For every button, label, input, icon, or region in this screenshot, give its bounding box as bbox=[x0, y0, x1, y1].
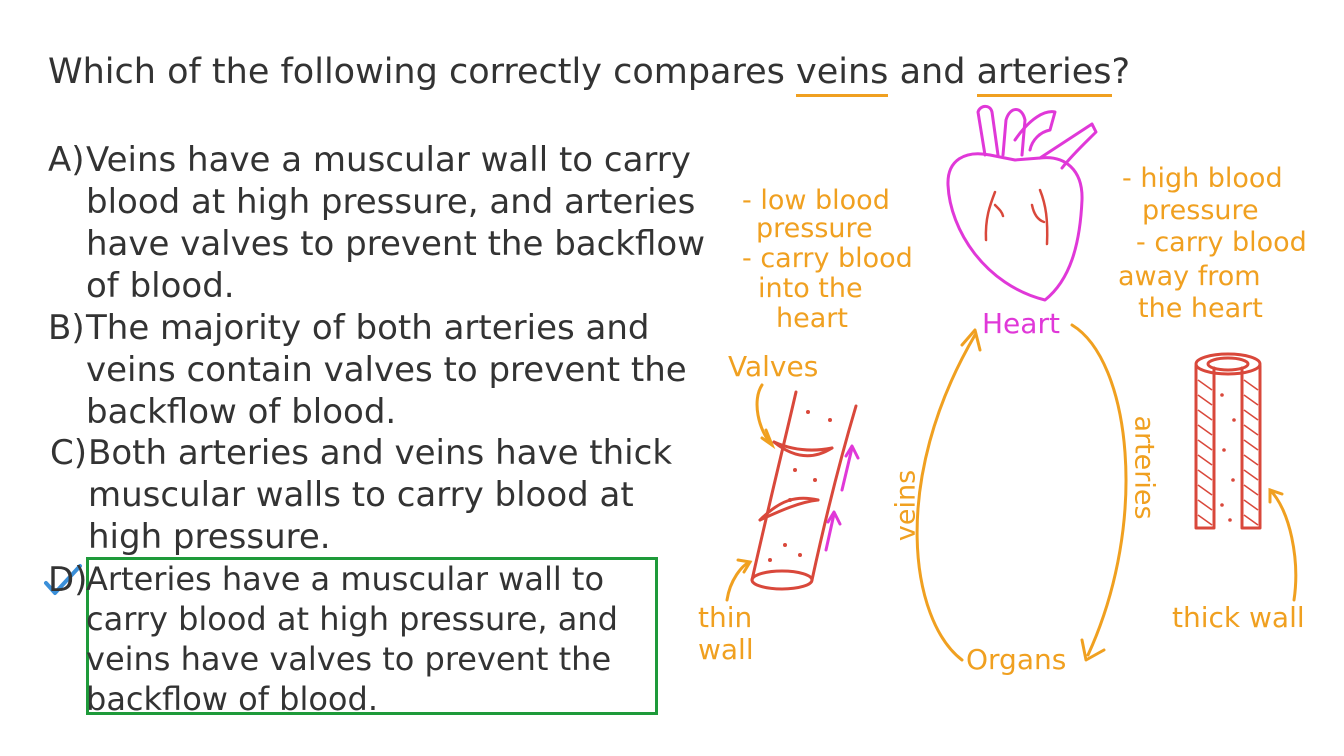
vein-note-line: heart bbox=[776, 303, 848, 334]
artery-note-line: the heart bbox=[1138, 293, 1263, 324]
arteries-label: arteries bbox=[1128, 415, 1160, 520]
option-line: Both arteries and veins have thick bbox=[88, 433, 673, 473]
vein-note-line: - carry blood bbox=[742, 243, 913, 274]
thin-wall-line: thin bbox=[698, 601, 753, 634]
option-line: have valves to prevent the backflow bbox=[86, 224, 706, 264]
question-prefix: Which of the following correctly compare… bbox=[48, 52, 785, 92]
option-letter: D) bbox=[48, 560, 88, 600]
option-line: carry blood at high pressure, and bbox=[86, 600, 618, 638]
option-line: veins contain valves to prevent the bbox=[86, 350, 687, 390]
option-letter: B) bbox=[48, 308, 85, 348]
heart-icon bbox=[946, 104, 1098, 302]
valves-label: Valves bbox=[728, 350, 819, 383]
option-line: of blood. bbox=[86, 266, 235, 306]
artery-illustration bbox=[1194, 352, 1262, 530]
vein-note-line: - low blood bbox=[742, 185, 890, 216]
option-line: blood at high pressure, and arteries bbox=[86, 182, 696, 222]
thin-wall-line: wall bbox=[698, 633, 754, 666]
option-c[interactable]: C) Both arteries and veins have thick mu… bbox=[50, 433, 710, 559]
option-line: Arteries have a muscular wall to bbox=[86, 560, 605, 598]
option-letter: C) bbox=[50, 433, 88, 473]
question-mark: ? bbox=[1111, 52, 1131, 92]
option-line: backflow of blood. bbox=[86, 392, 397, 432]
organs-label: Organs bbox=[966, 643, 1067, 676]
check-icon bbox=[44, 564, 82, 595]
artery-note-line: - carry blood bbox=[1136, 227, 1307, 258]
option-d[interactable]: D) Arteries have a muscular wall to carr… bbox=[48, 560, 668, 720]
question: Which of the following correctly compare… bbox=[48, 52, 1131, 97]
artery-note-line: pressure bbox=[1142, 195, 1259, 226]
option-line: high pressure. bbox=[88, 517, 331, 557]
term-arteries: arteries bbox=[976, 52, 1112, 97]
question-middle: and bbox=[899, 52, 966, 92]
veins-label: veins bbox=[890, 469, 922, 542]
option-letter: A) bbox=[48, 140, 85, 180]
vein-note-line: into the bbox=[758, 273, 863, 304]
option-line: Veins have a muscular wall to carry bbox=[86, 140, 691, 180]
thick-wall-label: thick wall bbox=[1172, 601, 1305, 634]
answer-box bbox=[86, 557, 658, 715]
option-b[interactable]: B) The majority of both arteries and vei… bbox=[48, 308, 708, 434]
vein-illustration bbox=[750, 390, 858, 591]
option-line: backflow of blood. bbox=[86, 680, 378, 718]
option-line: muscular walls to carry blood at bbox=[88, 475, 634, 515]
term-veins: veins bbox=[796, 52, 889, 97]
option-a[interactable]: A) Veins have a muscular wall to carry b… bbox=[48, 140, 708, 310]
artery-note-line: away from bbox=[1118, 261, 1261, 292]
heart-label: Heart bbox=[982, 307, 1060, 340]
option-line: The majority of both arteries and bbox=[86, 308, 650, 348]
option-line: veins have valves to prevent the bbox=[86, 640, 612, 678]
artery-note-line: - high blood bbox=[1122, 163, 1283, 194]
vein-note-line: pressure bbox=[756, 213, 873, 244]
